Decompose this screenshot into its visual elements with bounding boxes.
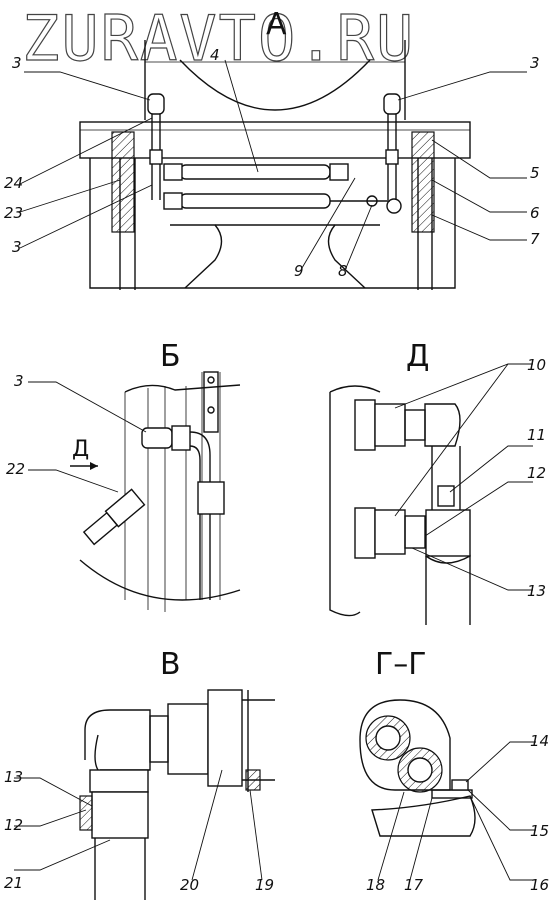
hose-upper — [179, 164, 331, 180]
label-g-14: 14 — [530, 732, 549, 750]
label-v-12: 12 — [4, 816, 23, 834]
nut-top-left — [354, 399, 376, 451]
label-a-4: 4 — [210, 46, 220, 64]
label-a-3-right: 3 — [530, 54, 540, 72]
fitting-nut-20 — [167, 703, 209, 775]
label-a-8: 8 — [338, 262, 348, 280]
label-a-23: 23 — [4, 204, 23, 222]
label-a-5: 5 — [530, 164, 540, 182]
fitting-right — [383, 93, 401, 115]
label-d-11: 11 — [527, 426, 546, 444]
label-b-22: 22 — [6, 460, 25, 478]
view-a-title: А — [266, 7, 287, 42]
fitting-left — [147, 93, 165, 115]
label-a-24: 24 — [4, 174, 23, 192]
hose-lower — [179, 193, 331, 209]
label-g-15: 15 — [530, 822, 549, 840]
view-d-title: Д — [406, 339, 429, 374]
label-v-19: 19 — [255, 876, 274, 894]
label-b-3: 3 — [14, 372, 24, 390]
grease-nipple — [104, 488, 146, 528]
plate-left — [111, 131, 135, 233]
view-v-title: В — [160, 647, 181, 682]
nut-bottom-left — [354, 507, 376, 559]
label-g-16: 16 — [530, 876, 549, 894]
label-a-7: 7 — [530, 230, 540, 248]
plate-right — [411, 131, 435, 233]
view-b: Б Д 3 22 — [6, 339, 241, 612]
label-a-3-bottom: 3 — [12, 238, 22, 256]
label-v-13: 13 — [4, 768, 23, 786]
view-v: В 13 12 21 20 19 — [4, 647, 275, 900]
label-g-17: 17 — [404, 876, 424, 894]
watermark: ZURAVTO.RU — [22, 2, 415, 75]
label-a-9: 9 — [294, 262, 304, 280]
label-a-6: 6 — [530, 204, 540, 222]
label-d-13: 13 — [527, 582, 546, 600]
label-g-18: 18 — [366, 876, 385, 894]
view-b-title: Б — [160, 339, 181, 374]
view-b-direction-label: Д — [72, 437, 89, 462]
label-d-10: 10 — [527, 356, 546, 374]
view-d: Д 10 11 12 13 — [329, 339, 546, 625]
view-a: А — [4, 7, 540, 290]
label-v-20: 20 — [180, 876, 199, 894]
label-v-21: 21 — [4, 874, 23, 892]
view-g-title: Г–Г — [375, 647, 427, 682]
fitting-3 — [141, 427, 173, 449]
clamp-bolt — [451, 779, 469, 791]
label-a-3-left: 3 — [12, 54, 22, 72]
label-d-12: 12 — [527, 464, 546, 482]
view-g: Г–Г 14 15 16 17 18 — [359, 647, 549, 894]
